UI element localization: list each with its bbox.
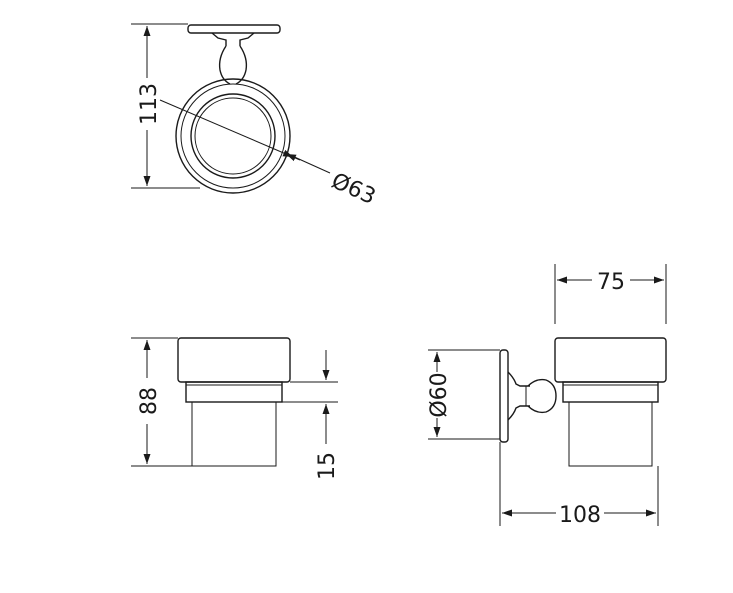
dim-63-leader xyxy=(289,154,331,174)
top-ring-mid xyxy=(180,83,286,189)
dim-113-label: 113 xyxy=(137,83,162,125)
top-stem xyxy=(211,32,255,85)
side-view: 75 Ø60 108 xyxy=(427,264,667,528)
dim-63-label: Ø63 xyxy=(328,169,380,210)
top-ring-inner xyxy=(190,93,276,179)
side-cup-top xyxy=(554,337,667,383)
side-wall-plate xyxy=(499,349,509,443)
front-cup-bottom xyxy=(191,401,277,467)
side-cup-bottom xyxy=(568,401,653,467)
front-cup-top xyxy=(177,337,291,383)
dim-15-label: 15 xyxy=(315,452,340,480)
side-stem xyxy=(507,371,530,421)
dim-75-label: 75 xyxy=(597,270,625,295)
top-wall-plate xyxy=(187,24,281,34)
dim-108-label: 108 xyxy=(559,503,601,528)
side-knob xyxy=(527,378,557,414)
front-view: 88 15 xyxy=(131,337,340,480)
dim-88-label: 88 xyxy=(137,387,162,415)
top-view: 113 Ø63 xyxy=(131,23,380,210)
top-ring-innermost xyxy=(194,97,272,175)
top-ring-outer xyxy=(175,78,291,194)
dim-63-arrow-in xyxy=(159,99,294,158)
dim-63-arrow-out xyxy=(285,153,301,162)
dim-60-label: Ø60 xyxy=(427,372,452,417)
